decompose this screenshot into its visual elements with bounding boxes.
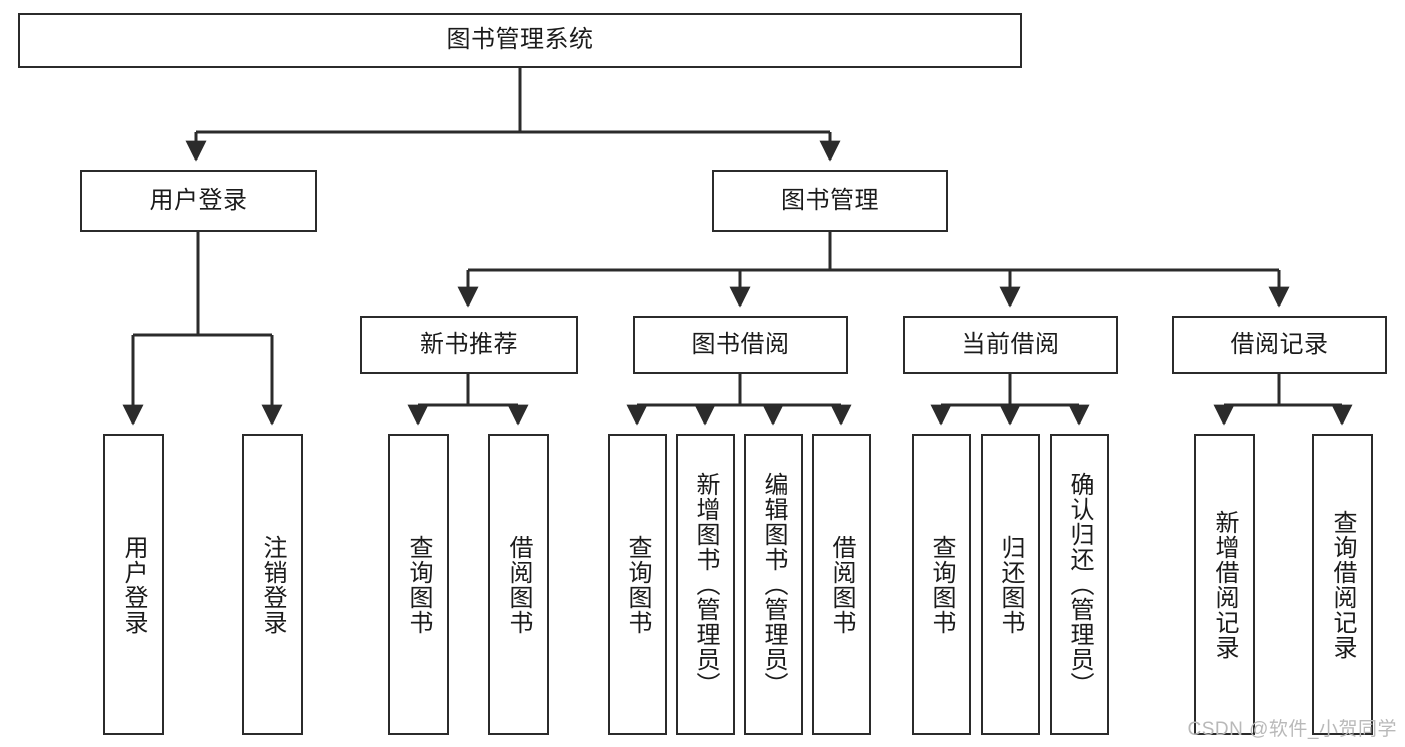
node-leaf-edit-book-label: 编辑图书（管理员） (760, 472, 788, 697)
node-leaf-query-book-1-label: 查询图书 (405, 534, 433, 635)
node-leaf-query-book-2-label: 查询图书 (624, 534, 652, 635)
node-leaf-confirm-return[interactable]: 确认归还（管理员） (1050, 434, 1109, 735)
node-leaf-logout-label: 注销登录 (259, 534, 287, 635)
node-leaf-query-book-2[interactable]: 查询图书 (608, 434, 667, 735)
node-new-book-recommend[interactable]: 新书推荐 (360, 316, 578, 374)
node-leaf-borrow-book-2-label: 借阅图书 (828, 534, 856, 635)
node-leaf-add-book-label: 新增图书（管理员） (692, 472, 720, 697)
node-root-label: 图书管理系统 (446, 26, 594, 54)
node-user-login[interactable]: 用户登录 (80, 170, 317, 232)
node-book-borrow[interactable]: 图书借阅 (633, 316, 848, 374)
node-current-borrow[interactable]: 当前借阅 (903, 316, 1118, 374)
node-user-login-label: 用户登录 (149, 186, 248, 214)
node-leaf-borrow-book-1-label: 借阅图书 (505, 534, 533, 635)
node-leaf-query-book-3[interactable]: 查询图书 (912, 434, 971, 735)
node-leaf-return-book[interactable]: 归还图书 (981, 434, 1040, 735)
node-leaf-confirm-return-label: 确认归还（管理员） (1066, 472, 1094, 697)
node-leaf-query-book-1[interactable]: 查询图书 (388, 434, 449, 735)
node-leaf-add-record[interactable]: 新增借阅记录 (1194, 434, 1255, 735)
node-borrow-record-label: 借阅记录 (1230, 330, 1329, 358)
node-leaf-query-record[interactable]: 查询借阅记录 (1312, 434, 1373, 735)
node-leaf-add-book[interactable]: 新增图书（管理员） (676, 434, 735, 735)
node-leaf-edit-book[interactable]: 编辑图书（管理员） (744, 434, 803, 735)
node-root[interactable]: 图书管理系统 (18, 13, 1022, 68)
node-current-borrow-label: 当前借阅 (961, 330, 1060, 358)
node-new-book-recommend-label: 新书推荐 (420, 330, 518, 358)
node-leaf-user-login-label: 用户登录 (120, 534, 148, 635)
node-leaf-return-book-label: 归还图书 (997, 534, 1025, 635)
node-leaf-logout[interactable]: 注销登录 (242, 434, 303, 735)
node-borrow-record[interactable]: 借阅记录 (1172, 316, 1387, 374)
node-leaf-user-login[interactable]: 用户登录 (103, 434, 164, 735)
node-leaf-borrow-book-1[interactable]: 借阅图书 (488, 434, 549, 735)
node-book-manage-label: 图书管理 (781, 186, 879, 214)
node-leaf-query-book-3-label: 查询图书 (928, 534, 956, 635)
node-book-borrow-label: 图书借阅 (691, 330, 790, 358)
node-leaf-borrow-book-2[interactable]: 借阅图书 (812, 434, 871, 735)
node-book-manage[interactable]: 图书管理 (712, 170, 948, 232)
node-leaf-query-record-label: 查询借阅记录 (1329, 509, 1357, 660)
node-leaf-add-record-label: 新增借阅记录 (1211, 509, 1239, 660)
